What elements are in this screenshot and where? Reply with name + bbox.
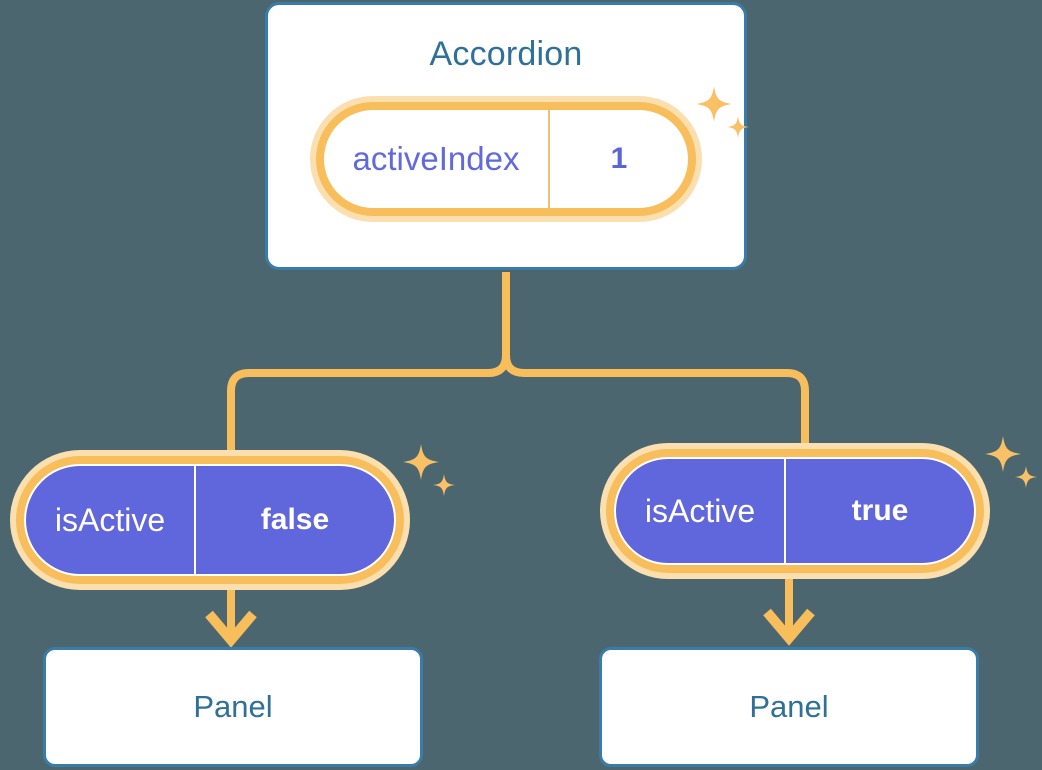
panel-card-left[interactable]: Panel <box>43 647 423 767</box>
panel-title: Panel <box>749 689 829 724</box>
sparkles-icon <box>985 436 1037 488</box>
state-pill-activeindex[interactable]: activeIndex 1 <box>310 96 702 222</box>
state-value: false <box>194 466 394 574</box>
connector-branch-left <box>227 351 510 456</box>
state-key: isActive <box>644 492 756 529</box>
state-value: true <box>784 459 974 563</box>
state-value: 1 <box>548 110 688 208</box>
pill-inner: isActive false <box>24 464 396 576</box>
panel-card-right[interactable]: Panel <box>599 647 979 767</box>
pill-inner: activeIndex 1 <box>324 110 688 208</box>
connector-branch-right <box>502 351 809 451</box>
state-key: activeIndex <box>352 140 520 177</box>
state-pill-isactive-false[interactable]: isActive false <box>10 450 410 590</box>
state-key: isActive <box>54 501 166 538</box>
pill-inner: isActive true <box>614 457 976 565</box>
sparkles-icon <box>403 444 455 496</box>
panel-title: Panel <box>193 689 273 724</box>
component-title: Accordion <box>429 35 583 73</box>
state-pill-isactive-true[interactable]: isActive true <box>600 443 990 579</box>
arrow-down-icon-left <box>205 586 257 648</box>
arrow-down-icon-right <box>763 576 815 646</box>
